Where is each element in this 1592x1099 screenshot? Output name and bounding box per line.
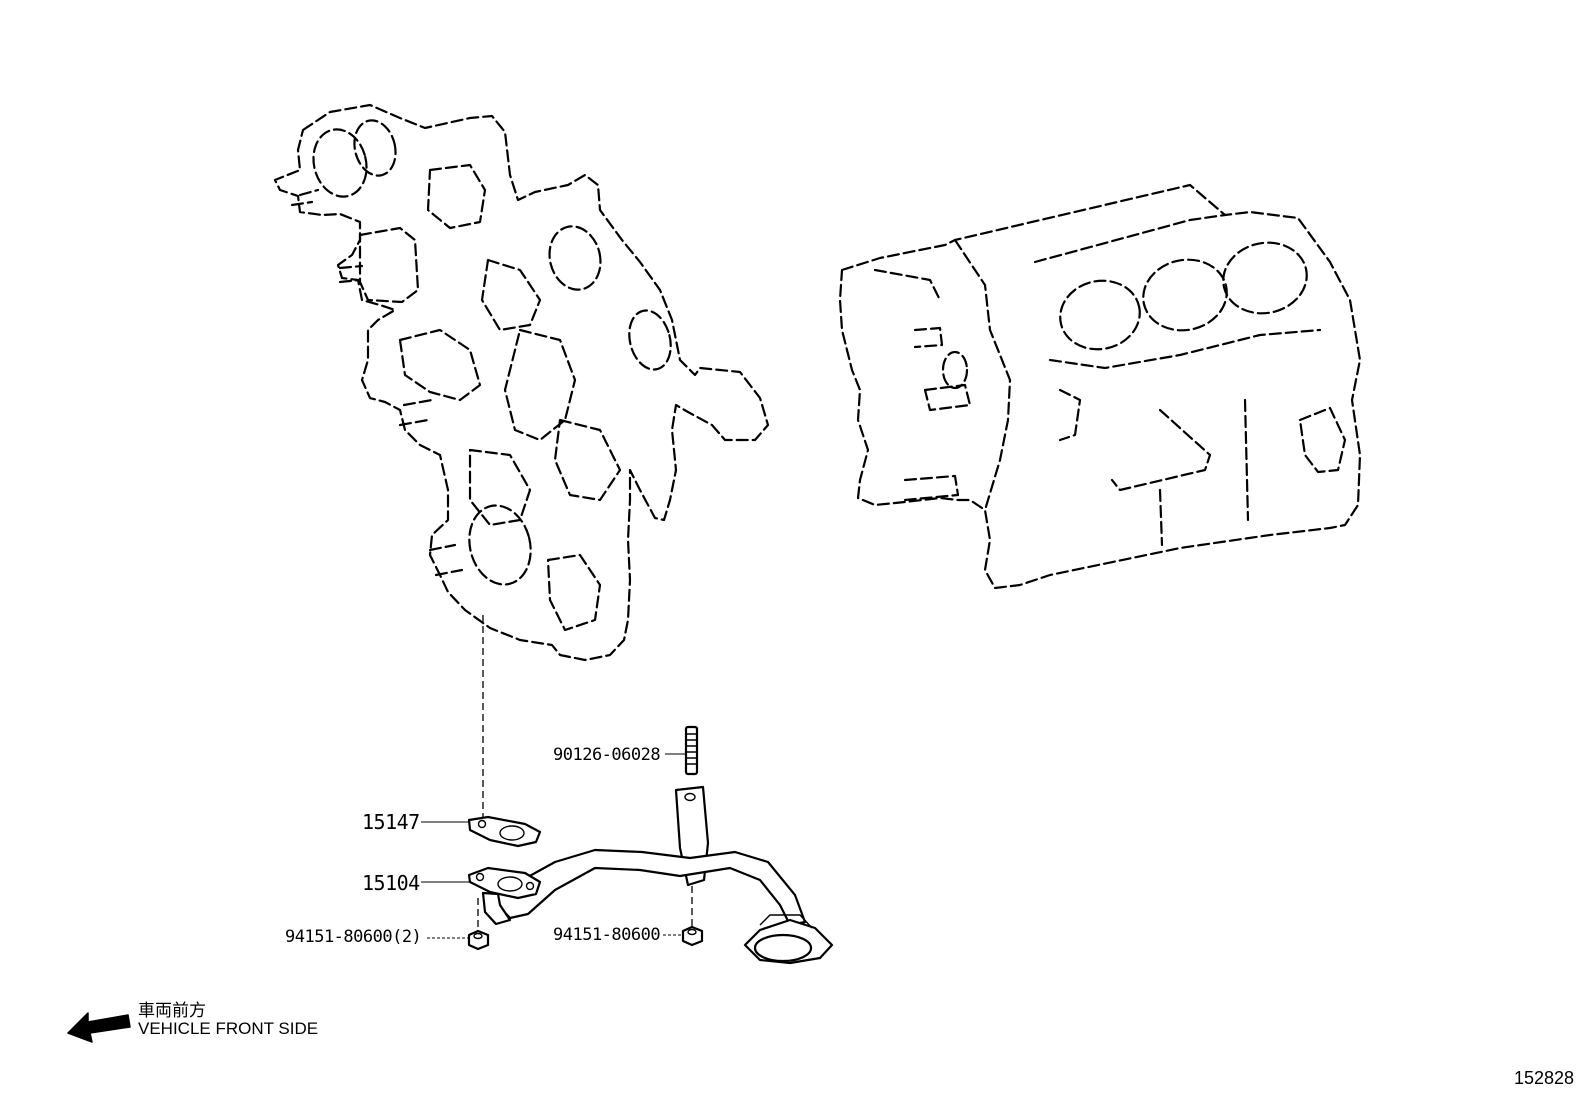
part-number-stud[interactable]: 90126-06028 <box>553 745 661 765</box>
figure-number: 152828 <box>1514 1068 1575 1088</box>
part-number-strainer[interactable]: 15104 <box>362 871 420 895</box>
part-number-nut-left[interactable]: 94151-80600(2) <box>285 927 422 947</box>
part-number-nut-right[interactable]: 94151-80600 <box>553 925 661 945</box>
flange-nut-left <box>467 929 490 951</box>
timing-cover-phantom <box>273 103 770 662</box>
cylinder-block-phantom <box>838 183 1362 590</box>
flange-nut-right <box>681 925 704 947</box>
vehicle-front-arrow-icon <box>67 1012 131 1043</box>
part-number-gasket[interactable]: 15147 <box>362 810 420 834</box>
vehicle-front-caption-jp: 車両前方 <box>138 1001 206 1020</box>
stud-bolt <box>684 725 699 776</box>
gasket <box>467 815 542 848</box>
oil-strainer <box>467 785 834 965</box>
vehicle-front-caption-en: VEHICLE FRONT SIDE <box>138 1019 319 1038</box>
